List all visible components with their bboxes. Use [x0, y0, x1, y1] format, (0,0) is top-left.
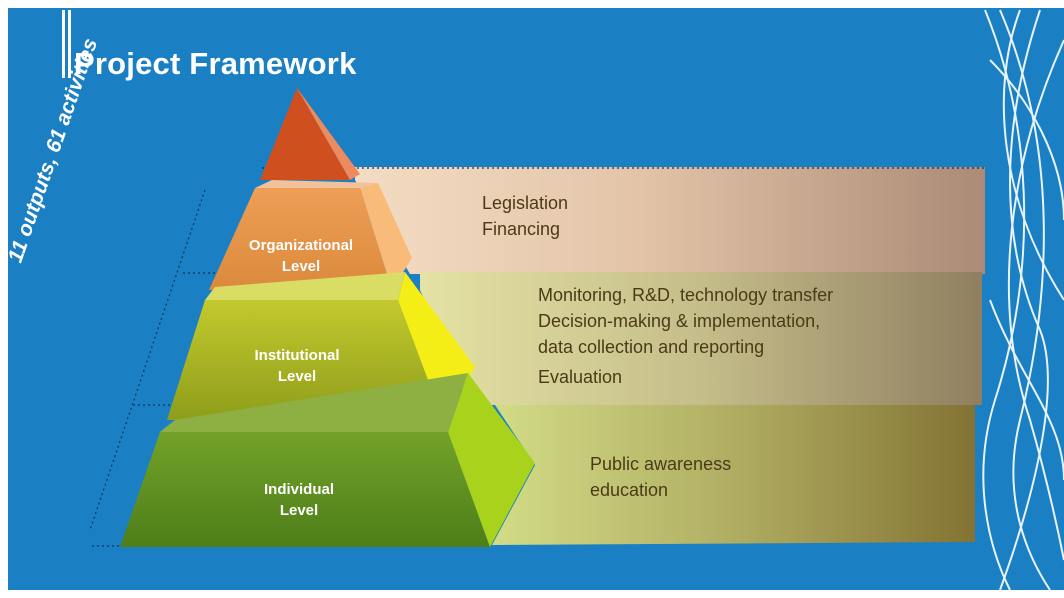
level-label-individual: Individual Level [224, 479, 374, 521]
level-label-institutional: Institutional Level [222, 345, 372, 387]
band-item: Evaluation [538, 367, 623, 387]
band-item: data collection and reporting [538, 337, 765, 357]
band-institutional [420, 272, 982, 405]
band-item: Decision-making & implementation, [538, 311, 821, 331]
level-label-line: Individual [263, 481, 334, 498]
tier-organizational [209, 180, 412, 290]
band-item: Financing [482, 219, 561, 239]
organizational-items: Legislation Financing [482, 190, 568, 242]
level-label-line: Level [279, 502, 319, 519]
slide-title: Project Framework [74, 46, 357, 81]
band-item: Legislation [482, 193, 569, 213]
title-accent-bar [68, 10, 71, 78]
individual-items: Public awareness education [590, 451, 731, 503]
band-organizational [355, 167, 985, 274]
level-label-line: Level [281, 258, 321, 275]
level-label-line: Level [277, 368, 317, 385]
title-accent-bar [62, 10, 65, 78]
level-label-line: Institutional [254, 347, 340, 364]
band-item: Monitoring, R&D, technology transfer [538, 285, 834, 305]
pyramid-apex [260, 88, 360, 180]
band-item: education [590, 480, 669, 500]
tier-individual [120, 373, 535, 547]
band-individual [492, 405, 975, 545]
decorative-lines [982, 9, 1064, 591]
band-item: Public awareness [590, 454, 732, 474]
level-label-organizational: Organizational Level [226, 235, 376, 277]
institutional-items: Monitoring, R&D, technology transfer Dec… [538, 282, 833, 390]
level-label-line: Organizational [248, 237, 354, 254]
